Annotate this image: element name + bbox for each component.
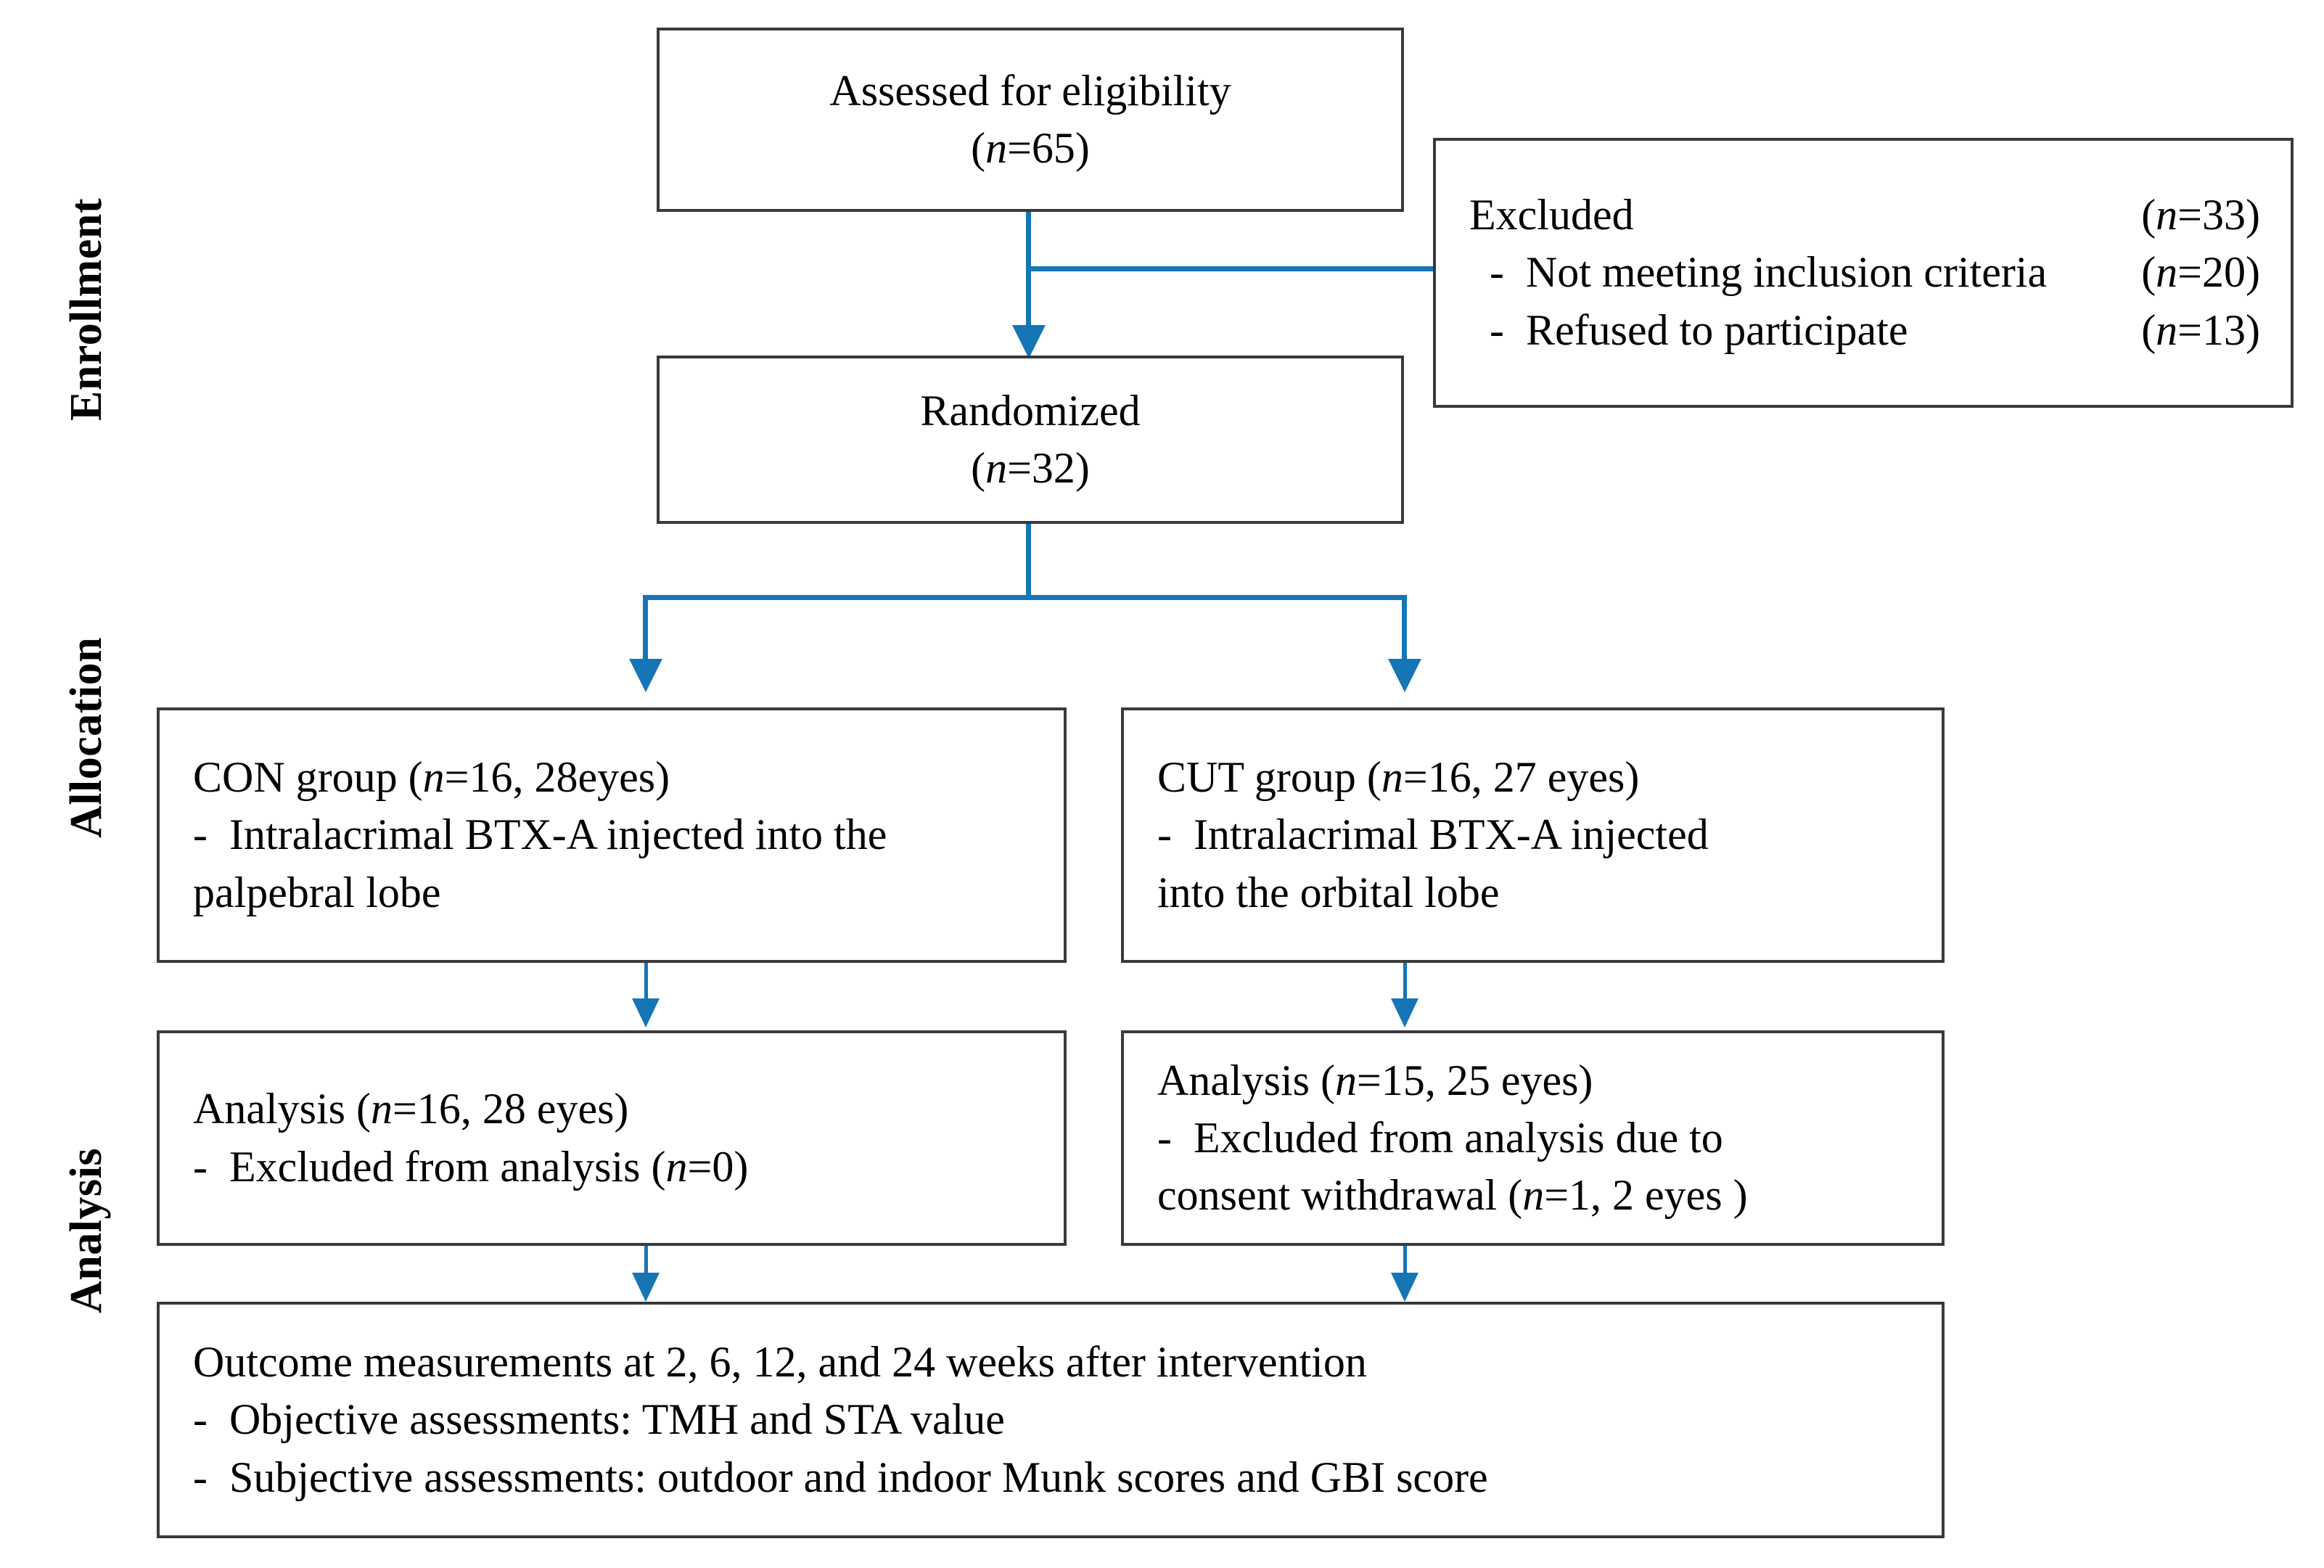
arrowhead-con-to-analysis: [632, 998, 660, 1027]
assessed-count: (n=65): [971, 124, 1090, 172]
node-outcome-measurements: Outcome measurements at 2, 6, 12, and 24…: [157, 1302, 1945, 1538]
node-randomized: Randomized (n=32): [657, 356, 1404, 524]
n-italic: n: [2156, 248, 2178, 297]
connector-to-con-group: [643, 595, 648, 666]
n-italic: n: [1334, 1056, 1357, 1104]
arrowhead-to-randomized: [1012, 325, 1046, 358]
n-italic: n: [2156, 191, 2178, 239]
outcome-objective: - Objective assessments: TMH and STA val…: [193, 1395, 1005, 1444]
con-group-heading: CON group (n=16, 28eyes): [193, 753, 670, 802]
excluded-title-row: Excluded (n=33): [1436, 186, 2291, 244]
node-analysis-con: Analysis (n=16, 28 eyes) - Excluded from…: [157, 1030, 1067, 1246]
arrowhead-to-con-group: [629, 659, 662, 692]
excluded-item-label: - Refused to participate: [1490, 305, 1908, 354]
n-italic: n: [985, 124, 1008, 172]
arrowhead-analysis-left-to-outcome: [632, 1273, 660, 1302]
cut-group-detail-line2: into the orbital lobe: [1157, 868, 1500, 916]
excluded-item-row: - Not meeting inclusion criteria (n=20): [1436, 244, 2291, 301]
connector-assessed-to-randomized: [1026, 210, 1031, 334]
n-italic: n: [1522, 1171, 1545, 1220]
randomized-title: Randomized: [920, 386, 1141, 435]
excluded-item-count: (n=20): [2141, 248, 2260, 297]
excluded-title: Excluded: [1469, 191, 1634, 239]
excluded-title-count: (n=33): [2141, 191, 2260, 239]
con-group-detail-line1: - Intralacrimal BTX-A injected into the: [193, 810, 887, 859]
analysis-cut-excluded-line2: consent withdrawal (n=1, 2 eyes ): [1157, 1171, 1748, 1220]
phase-label-allocation: Allocation: [62, 636, 111, 838]
excluded-item-label: - Not meeting inclusion criteria: [1490, 248, 2048, 297]
outcome-heading: Outcome measurements at 2, 6, 12, and 24…: [193, 1338, 1367, 1387]
connector-con-to-analysis: [644, 961, 648, 1001]
analysis-con-heading: Analysis (n=16, 28 eyes): [193, 1085, 629, 1133]
arrowhead-cut-to-analysis: [1391, 998, 1418, 1027]
connector-analysis-left-to-outcome: [644, 1244, 648, 1277]
n-italic: n: [370, 1085, 393, 1133]
cut-group-detail-line1: - Intralacrimal BTX-A injected: [1157, 810, 1709, 859]
outcome-subjective: - Subjective assessments: outdoor and in…: [193, 1453, 1488, 1501]
n-italic: n: [665, 1142, 688, 1191]
con-group-detail-line2: palpebral lobe: [193, 868, 441, 916]
n-italic: n: [422, 753, 445, 802]
n-italic: n: [2156, 305, 2178, 354]
node-cut-group: CUT group (n=16, 27 eyes) - Intralacrima…: [1121, 707, 1945, 963]
node-assessed-for-eligibility: Assessed for eligibility (n=65): [657, 28, 1404, 212]
arrowhead-to-cut-group: [1388, 659, 1421, 692]
connector-cut-to-analysis: [1403, 961, 1407, 1001]
analysis-cut-excluded-line1: - Excluded from analysis due to: [1157, 1113, 1723, 1162]
excluded-item-count: (n=13): [2141, 305, 2260, 354]
node-excluded: Excluded (n=33) - Not meeting inclusion …: [1433, 138, 2294, 408]
connector-randomized-stem: [1026, 522, 1031, 597]
analysis-cut-heading: Analysis (n=15, 25 eyes): [1157, 1056, 1593, 1104]
randomized-count: (n=32): [971, 444, 1090, 492]
arrowhead-analysis-right-to-outcome: [1391, 1273, 1418, 1302]
n-italic: n: [985, 444, 1008, 492]
connector-to-excluded: [1026, 266, 1436, 271]
node-con-group: CON group (n=16, 28eyes) - Intralacrimal…: [157, 707, 1067, 963]
analysis-con-excluded: - Excluded from analysis (n=0): [193, 1142, 749, 1191]
n-italic: n: [1381, 753, 1403, 802]
connector-allocation-crossbar: [643, 595, 1407, 600]
connector-to-cut-group: [1402, 595, 1407, 666]
cut-group-heading: CUT group (n=16, 27 eyes): [1157, 753, 1640, 802]
assessed-title: Assessed for eligibility: [829, 66, 1231, 115]
node-analysis-cut: Analysis (n=15, 25 eyes) - Excluded from…: [1121, 1030, 1945, 1246]
phase-label-enrollment: Enrollment: [62, 198, 111, 421]
connector-analysis-right-to-outcome: [1403, 1244, 1407, 1277]
phase-label-analysis: Analysis: [62, 1148, 111, 1313]
excluded-item-row: - Refused to participate (n=13): [1436, 302, 2291, 359]
